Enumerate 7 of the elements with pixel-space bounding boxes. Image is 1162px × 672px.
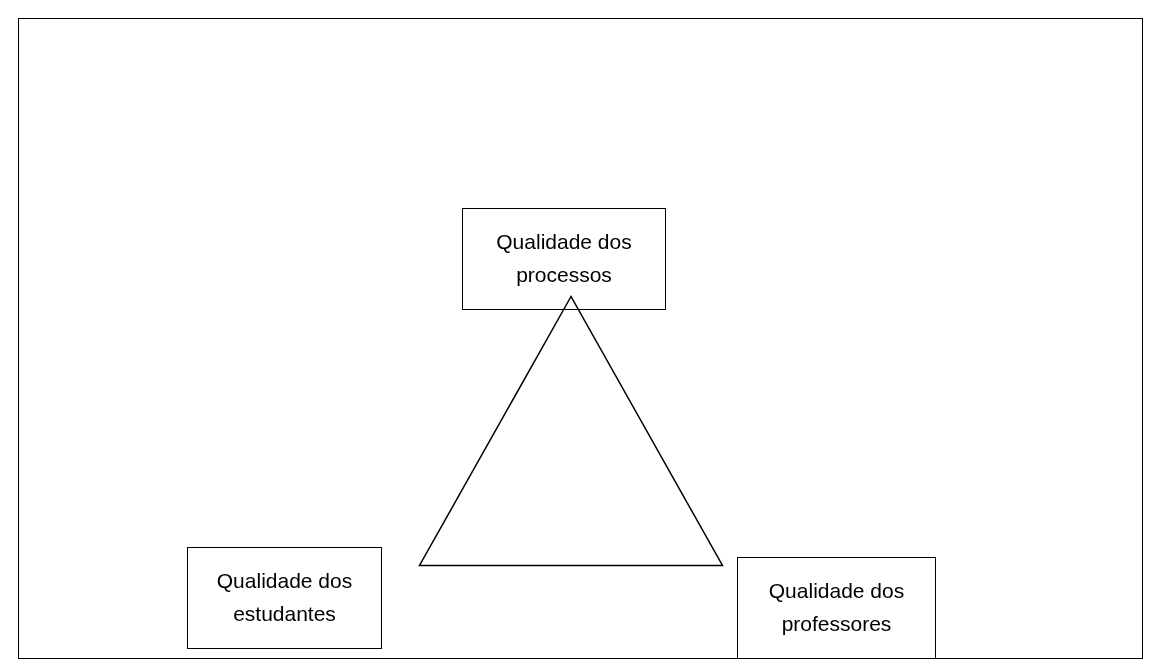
box-label: Qualidade dos professores (767, 578, 906, 637)
box-label: Qualidade dos processos (495, 229, 633, 288)
box-label: Qualidade dos estudantes (215, 568, 354, 627)
text-box (737, 557, 936, 659)
text-box (462, 208, 666, 310)
text-box (187, 547, 382, 649)
triangle-shape (418, 295, 724, 567)
